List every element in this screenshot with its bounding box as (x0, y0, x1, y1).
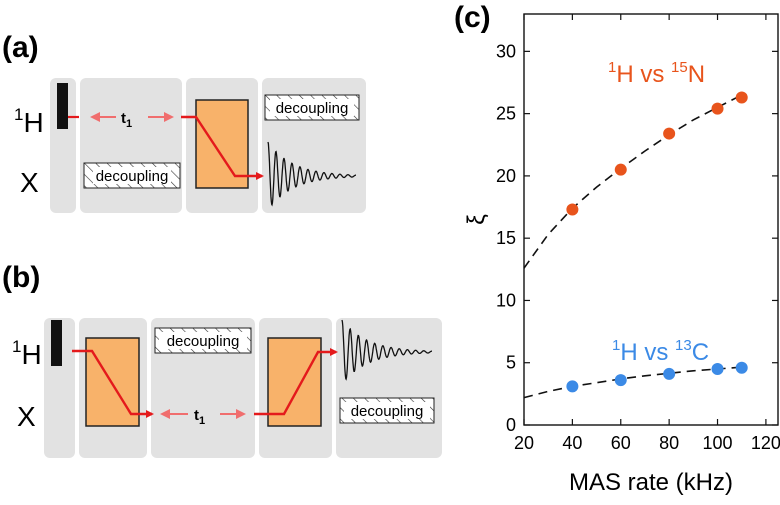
x-tick-label-60: 60 (611, 433, 631, 453)
y-tick-label-20: 20 (496, 166, 516, 186)
x-tick-label-40: 40 (562, 433, 582, 453)
x-tick-label-20: 20 (514, 433, 534, 453)
data-point-c13-1 (614, 374, 627, 387)
panel-a-cp-block (195, 99, 249, 189)
plot-frame (523, 13, 779, 426)
fit-curve-c13 (523, 366, 742, 399)
panel-b-1h-sup: 1 (12, 337, 21, 356)
panel-a-1h-decoupling-textbg (270, 99, 354, 116)
panel-b-cp-transfer-arrow-2 (254, 348, 338, 416)
data-point-n15-4 (735, 91, 748, 104)
panel-a-fid-signal (267, 141, 356, 207)
y-tick-label-30: 30 (496, 41, 516, 61)
series-label-c13-part-2: 13 (675, 337, 692, 354)
data-point-c13-4 (735, 361, 748, 374)
series-label-c13: 1H vs 13C (612, 337, 709, 366)
data-point-n15-1 (614, 163, 627, 176)
panel-c-label: (c) (454, 1, 491, 34)
panel-a-block-1 (50, 78, 76, 213)
series-label-n15-part-3: N (688, 61, 705, 88)
panel-b-t1-sub: 1 (199, 415, 205, 427)
panel-a-1h-main: H (23, 107, 43, 138)
series-label-n15-part-0: 1 (608, 59, 616, 76)
panel-a-t1-bg (116, 108, 148, 126)
x-tick-label-120: 120 (751, 433, 780, 453)
data-point-n15-3 (711, 102, 724, 115)
panel-a-t1-label: t1 (121, 110, 132, 130)
series-label-n15-part-1: H vs (616, 61, 671, 88)
panel-a: (a) 1H X t1 decoupling decoupling (2, 31, 366, 213)
panel-b-t1-bg (188, 405, 220, 423)
panel-b-fid-signal (341, 319, 432, 381)
y-tick-label-0: 0 (506, 415, 516, 435)
panel-a-cp-transfer-arrow (181, 115, 264, 180)
y-tick-label-15: 15 (496, 228, 516, 248)
x-tick-label-100: 100 (703, 433, 733, 453)
panel-a-channel-x: X (20, 167, 39, 198)
panel-b-1h-decoupling-label: decoupling (167, 333, 240, 350)
panel-a-t1-sub: 1 (126, 118, 132, 130)
panel-a-block-2 (80, 78, 182, 213)
y-tick-label-25: 25 (496, 104, 516, 124)
data-point-c13-3 (711, 362, 724, 375)
panel-a-x-decoupling-label: decoupling (96, 168, 169, 185)
panel-b-x-decoupling-label: decoupling (351, 403, 424, 420)
panel-a-x-decoupling-textbg (93, 167, 171, 184)
panel-b-1h-pulse (51, 320, 62, 366)
panel-a-channel-1h: 1H (14, 105, 44, 138)
fit-curve-n15 (523, 94, 743, 269)
y-tick-label-5: 5 (506, 353, 516, 373)
series-label-n15-part-2: 15 (671, 59, 688, 76)
series-label-c13-part-0: 1 (612, 337, 620, 354)
panel-b-t1-label: t1 (194, 407, 205, 427)
series-label-n15: 1H vs 15N (608, 59, 705, 88)
y-axis-label: ξ (463, 214, 490, 225)
panel-b-label: (b) (2, 261, 40, 294)
data-point-c13-2 (663, 367, 676, 380)
x-axis-label: MAS rate (kHz) (569, 469, 733, 496)
data-point-n15-0 (566, 203, 579, 216)
panel-a-t1-main: t (121, 110, 126, 127)
panel-a-1h-pulse (57, 83, 68, 129)
panel-a-1h-sup: 1 (14, 105, 23, 124)
series-label-c13-part-1: H vs (620, 339, 675, 366)
series-label-c13-part-3: C (692, 339, 709, 366)
panel-a-1h-decoupling-label: decoupling (276, 100, 349, 117)
panel-b-cp-transfer-arrow-1 (72, 349, 154, 418)
panel-a-label: (a) (2, 31, 39, 64)
x-tick-label-80: 80 (659, 433, 679, 453)
panel-b-channel-1h: 1H (12, 337, 42, 370)
panel-b-1h-main: H (21, 339, 41, 370)
panel-b-cp-block-2 (267, 337, 322, 427)
y-tick-label-10: 10 (496, 290, 516, 310)
panel-b-x-decoupling-textbg (344, 402, 430, 419)
panel-b-t1-main: t (194, 407, 199, 424)
panel-b-channel-x: X (17, 401, 36, 432)
panel-b: (b) 1H X decoupling t1 decoupling (2, 261, 442, 458)
data-point-c13-0 (566, 380, 579, 393)
panel-b-1h-decoupling-textbg (159, 332, 247, 349)
data-point-n15-2 (663, 127, 676, 140)
